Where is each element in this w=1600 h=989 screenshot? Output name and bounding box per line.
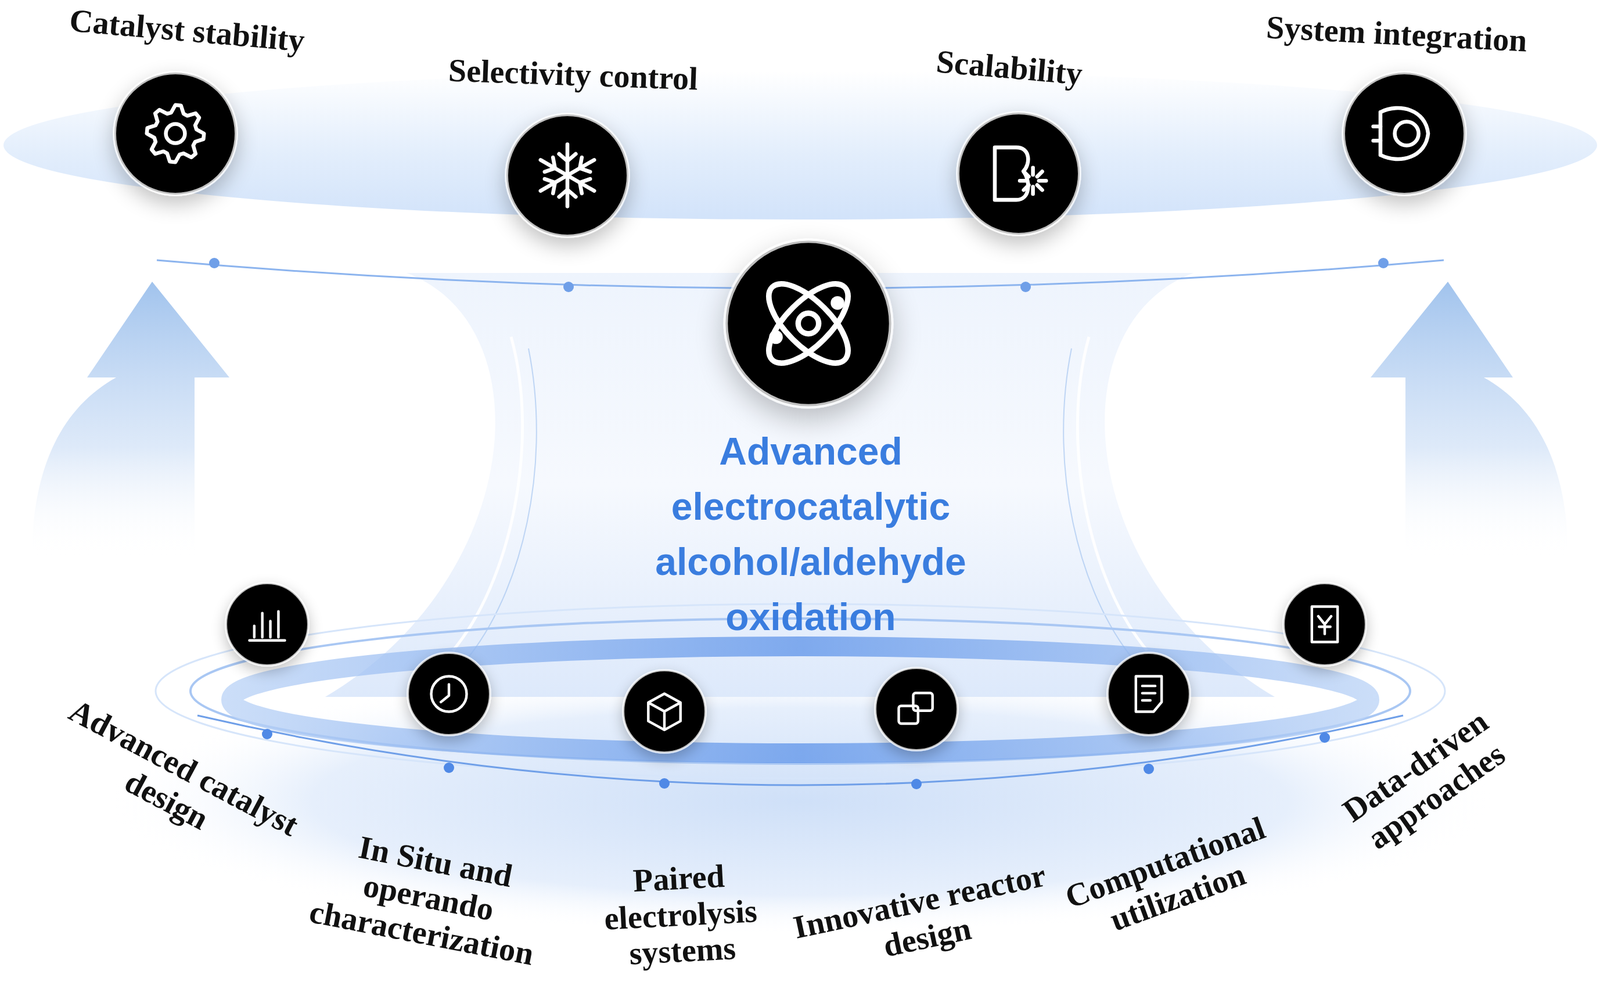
circle-shape bbox=[619, 666, 710, 757]
strategy-circle: Data-driven approaches bbox=[1280, 579, 1370, 670]
circle-shape bbox=[1338, 67, 1471, 200]
icon bbox=[1135, 676, 1162, 713]
icon bbox=[994, 147, 1046, 200]
strategy-circle: Innovative reactor design bbox=[871, 664, 962, 754]
strategy-circle: In Situ and operando characterization bbox=[404, 649, 494, 739]
core-circle: Advanced electrocatalytic alcohol/aldehy… bbox=[718, 233, 899, 414]
icon bbox=[536, 144, 599, 207]
challenge-circle: System integration bbox=[1338, 67, 1471, 200]
icon bbox=[756, 271, 861, 376]
circle-shape bbox=[871, 664, 962, 754]
circle-shape bbox=[1280, 579, 1370, 670]
circle-shape bbox=[222, 579, 312, 670]
challenge-circle: Scalability bbox=[952, 107, 1085, 240]
icon bbox=[648, 694, 681, 731]
circle-shape bbox=[404, 649, 494, 739]
circle-shape bbox=[1104, 649, 1194, 739]
central-heading: Advanced electrocatalytic alcohol/aldehy… bbox=[595, 423, 1026, 645]
icon bbox=[146, 105, 204, 163]
icon bbox=[1311, 606, 1338, 643]
strategy-circle: Computational utilization bbox=[1104, 649, 1194, 739]
icon bbox=[899, 692, 933, 724]
icon bbox=[249, 611, 286, 641]
strategy-circle: Advanced catalyst design bbox=[222, 579, 312, 670]
challenge-circle: Selectivity control bbox=[501, 109, 634, 242]
challenge-circle: Catalyst stability bbox=[109, 67, 242, 200]
node-label: Paired electrolysis systems bbox=[561, 854, 800, 976]
circle-shape bbox=[952, 107, 1085, 240]
circle-shape bbox=[109, 67, 242, 200]
circle-shape bbox=[501, 109, 634, 242]
node-label: Catalyst stability bbox=[0, 0, 397, 67]
icon bbox=[431, 676, 467, 713]
icon bbox=[1373, 108, 1429, 160]
node-label: System integration bbox=[1187, 4, 1600, 63]
circle-shape bbox=[718, 233, 899, 414]
strategy-circle: Paired electrolysis systems bbox=[619, 666, 710, 757]
